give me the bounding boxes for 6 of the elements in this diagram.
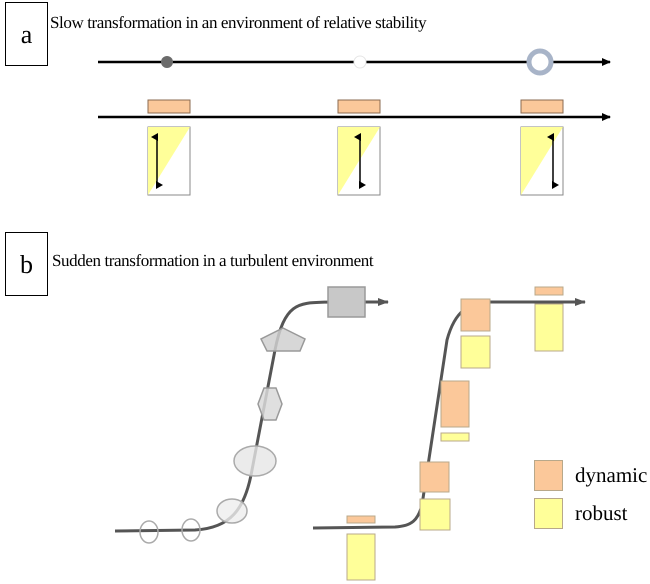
legend-label: robust: [575, 503, 628, 524]
panel-letter-box: b: [5, 232, 48, 296]
panel-title: Sudden transformation in a turbulent environment: [52, 250, 374, 272]
panel-letter-box: a: [5, 2, 48, 66]
legend-label: dynamic: [575, 465, 648, 486]
panel-title: Slow transformation in an environment of relative stability: [50, 12, 426, 34]
